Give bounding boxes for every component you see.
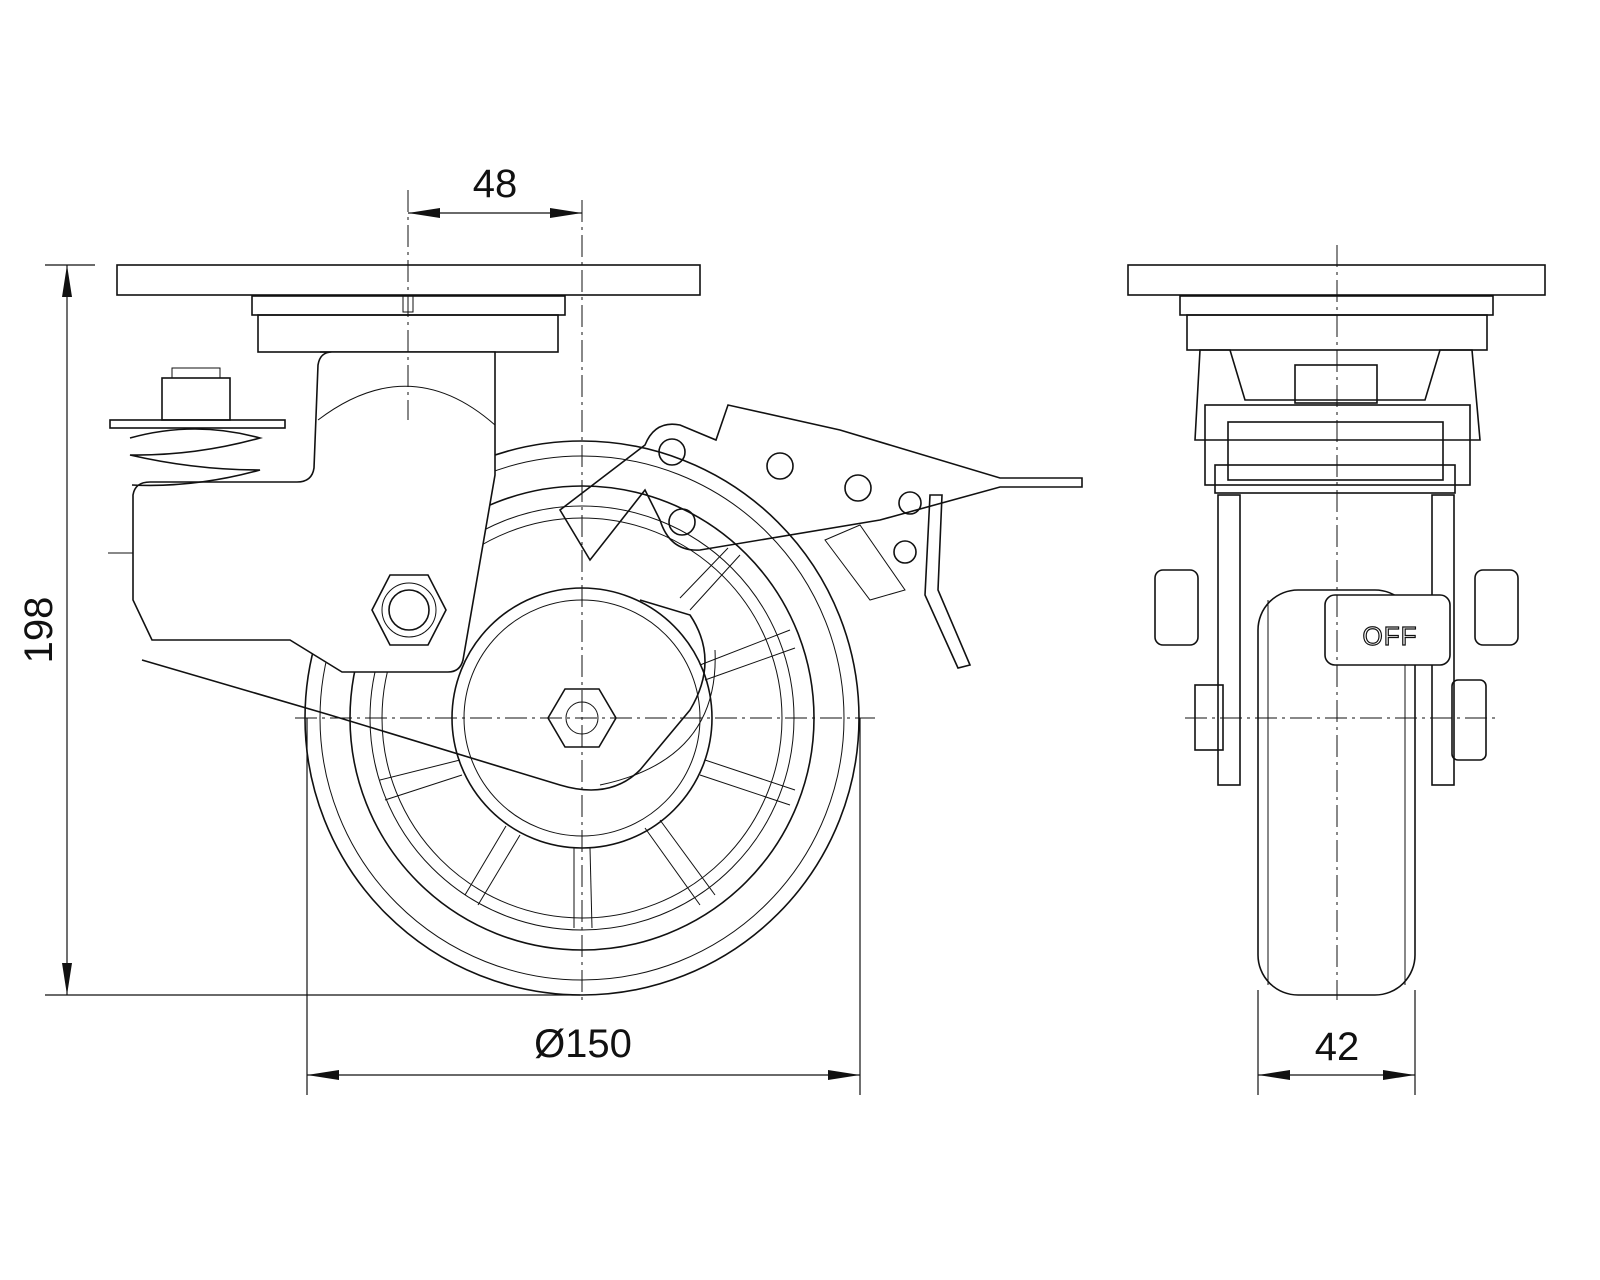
shock-spring [108, 367, 286, 554]
front-view: OFF [1127, 245, 1546, 1000]
dimension-diameter-label: Ø150 [534, 1022, 632, 1066]
front-fork-top [1194, 349, 1481, 441]
dimension-width-label: 42 [1315, 1025, 1360, 1069]
dimension-height: 198 [17, 264, 580, 996]
dimension-offset: 48 [408, 162, 582, 218]
left-pivot-nut [1154, 569, 1199, 646]
right-pivot-nut [1474, 569, 1519, 646]
axle-nut-right [1451, 679, 1487, 761]
fork-leg-left [1217, 494, 1241, 786]
dimension-diameter: Ø150 [306, 718, 861, 1095]
dimension-width: 42 [1257, 990, 1416, 1095]
swing-arm [141, 599, 706, 791]
brake-state-label: OFF [1363, 621, 1418, 651]
fork-housing [132, 351, 496, 673]
dimension-height-label: 198 [17, 597, 61, 664]
pivot-nut-icon [371, 574, 447, 646]
brake-pedal[interactable] [1324, 594, 1451, 666]
dimension-offset-label: 48 [473, 162, 518, 206]
kingpin-nut [1294, 364, 1378, 404]
wheel-spokes [379, 547, 796, 929]
side-view [108, 190, 1083, 1000]
brake-lever[interactable] [558, 404, 1083, 669]
